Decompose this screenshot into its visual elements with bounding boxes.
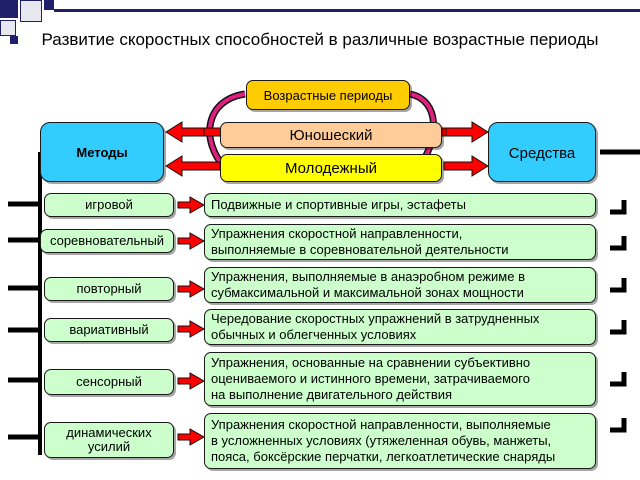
method-label: вариативный: [69, 322, 149, 337]
method-box-dynamic: динамических усилий: [44, 422, 174, 458]
method-box-competitive: соревновательный: [40, 229, 174, 253]
method-box-repeated: повторный: [44, 277, 174, 301]
young-label: Молодежный: [284, 159, 377, 177]
means-text: Чередование скоростных упражнений в затр…: [211, 311, 540, 342]
means-label: Средства: [508, 145, 576, 162]
means-box: Средства: [488, 122, 596, 182]
means-box-variative: Чередование скоростных упражнений в затр…: [204, 309, 596, 345]
right-branch-lines: [610, 200, 627, 433]
diagram-title: Развитие скоростных способностей в разли…: [41, 30, 599, 49]
means-box-sensory: Упражнения, основанные на сравнении субъ…: [204, 352, 596, 406]
row-arrows: [177, 196, 206, 446]
youth-box: Юношеский: [220, 122, 442, 148]
methods-box: Методы: [40, 122, 164, 182]
method-label: динамических усилий: [66, 425, 152, 454]
means-text: Упражнения скоростной направленности, вы…: [211, 226, 509, 257]
method-label: повторный: [76, 281, 142, 296]
means-text: Упражнения, выполняемые в анаэробном реж…: [211, 269, 525, 300]
method-label: соревновательный: [49, 233, 165, 248]
periods-label: Возрастные периоды: [263, 87, 393, 103]
youth-label: Юношеский: [289, 126, 373, 144]
method-box-game: игровой: [44, 193, 174, 217]
young-box: Молодежный: [220, 154, 442, 182]
means-box-game: Подвижные и спортивные игры, эстафеты: [204, 193, 596, 217]
means-box-competitive: Упражнения скоростной направленности, вы…: [204, 224, 596, 260]
means-box-dynamic: Упражнения скоростной направленности, вы…: [204, 413, 596, 469]
method-box-sensory: сенсорный: [44, 369, 174, 395]
methods-label: Методы: [76, 144, 128, 160]
means-text: Подвижные и спортивные игры, эстафеты: [211, 197, 466, 212]
means-text: Упражнения, основанные на сравнении субъ…: [211, 355, 531, 402]
means-text: Упражнения скоростной направленности, вы…: [211, 417, 556, 464]
method-label: сенсорный: [76, 374, 142, 389]
means-box-repeated: Упражнения, выполняемые в анаэробном реж…: [204, 267, 596, 303]
method-box-variative: вариативный: [44, 318, 174, 342]
method-label: игровой: [85, 197, 133, 212]
left-branch-lines: [8, 201, 42, 440]
periods-box: Возрастные периоды: [246, 80, 410, 110]
